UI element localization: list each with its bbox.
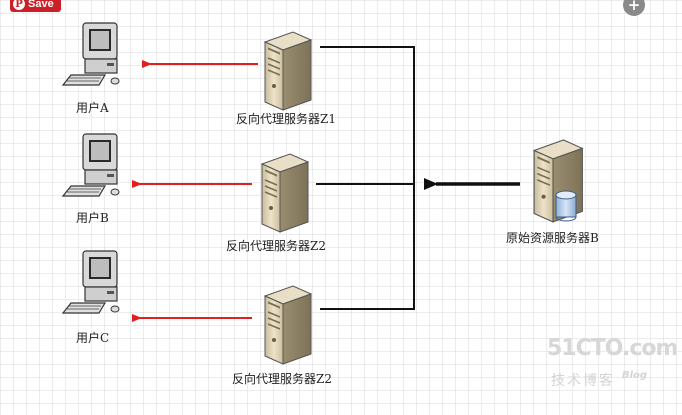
- bus-lines: [316, 46, 415, 310]
- watermark-main: 51CTO.com: [547, 336, 678, 361]
- pinterest-save-button[interactable]: P Save: [10, 0, 61, 12]
- watermark-sub: 技术博客: [551, 373, 615, 389]
- database-icon: [555, 190, 577, 222]
- pinterest-icon: P: [13, 0, 25, 10]
- expand-icon[interactable]: +: [623, 0, 645, 16]
- label-user-a: 用户A: [76, 100, 109, 115]
- server-icon-origin: [533, 139, 584, 223]
- label-proxy-3: 反向代理服务器Z2: [232, 371, 332, 386]
- watermark: 51CTO.com 技术博客 Blog: [547, 336, 678, 396]
- label-proxy-1: 反向代理服务器Z1: [236, 111, 336, 126]
- save-label: Save: [28, 0, 54, 10]
- server-icon-proxy-2: [261, 153, 309, 233]
- label-user-c: 用户C: [76, 330, 109, 345]
- label-proxy-2: 反向代理服务器Z2: [226, 238, 326, 253]
- server-icon-proxy-1: [264, 31, 312, 111]
- watermark-blog: Blog: [622, 370, 648, 381]
- label-user-b: 用户B: [76, 210, 109, 225]
- label-origin-server: 原始资源服务器B: [506, 230, 599, 245]
- server-icon-proxy-3: [264, 285, 312, 365]
